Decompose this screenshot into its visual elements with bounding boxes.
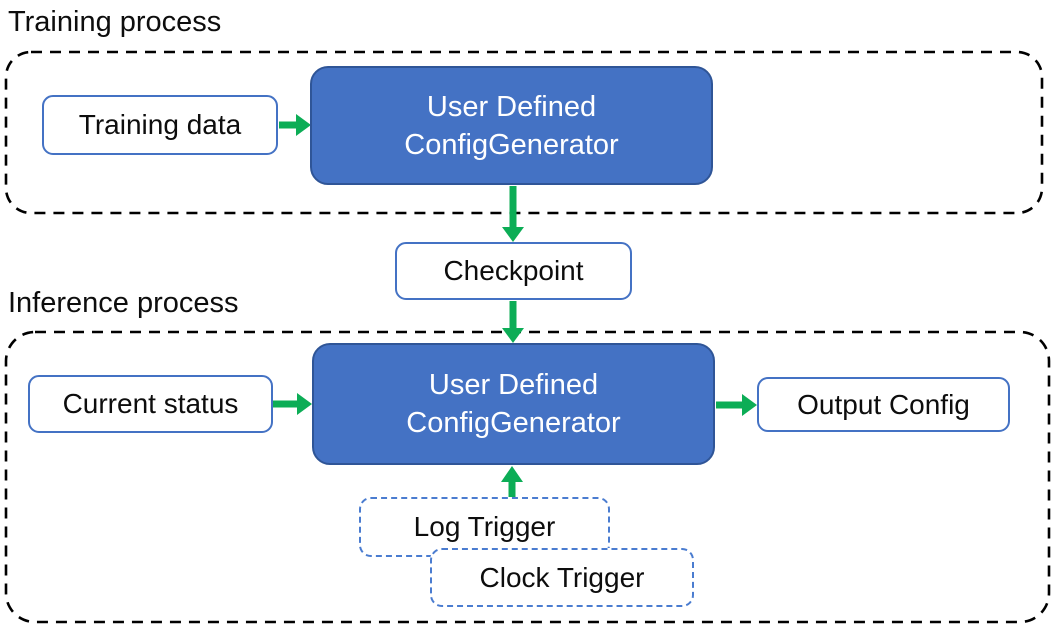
training-config-generator-box: User Defined ConfigGenerator [310,66,713,185]
arrow-current-status-to-generator-icon [273,393,312,415]
training-config-generator-line1: User Defined [426,90,597,123]
inference-process-label: Inference process [8,287,239,319]
output-config-box: Output Config [757,377,1010,432]
inference-config-generator-line2: ConfigGenerator [406,407,621,439]
arrow-triggers-to-generator-icon [501,466,523,497]
training-process-label: Training process [8,6,222,38]
arrow-generator-to-output-config-icon [716,394,757,416]
arrow-generator-to-checkpoint-icon [502,186,524,242]
current-status-box: Current status [28,375,273,433]
inference-config-generator-line1: User Defined [428,369,599,401]
inference-config-generator-box: User Defined ConfigGenerator [312,343,715,465]
arrow-checkpoint-to-generator-icon [502,301,524,343]
clock-trigger-box: Clock Trigger [430,548,694,607]
arrow-training-data-to-generator-icon [279,114,311,136]
training-data-box: Training data [42,95,278,155]
checkpoint-box: Checkpoint [395,242,632,300]
training-config-generator-line2: ConfigGenerator [404,128,619,161]
inference-process-container [4,330,1051,624]
